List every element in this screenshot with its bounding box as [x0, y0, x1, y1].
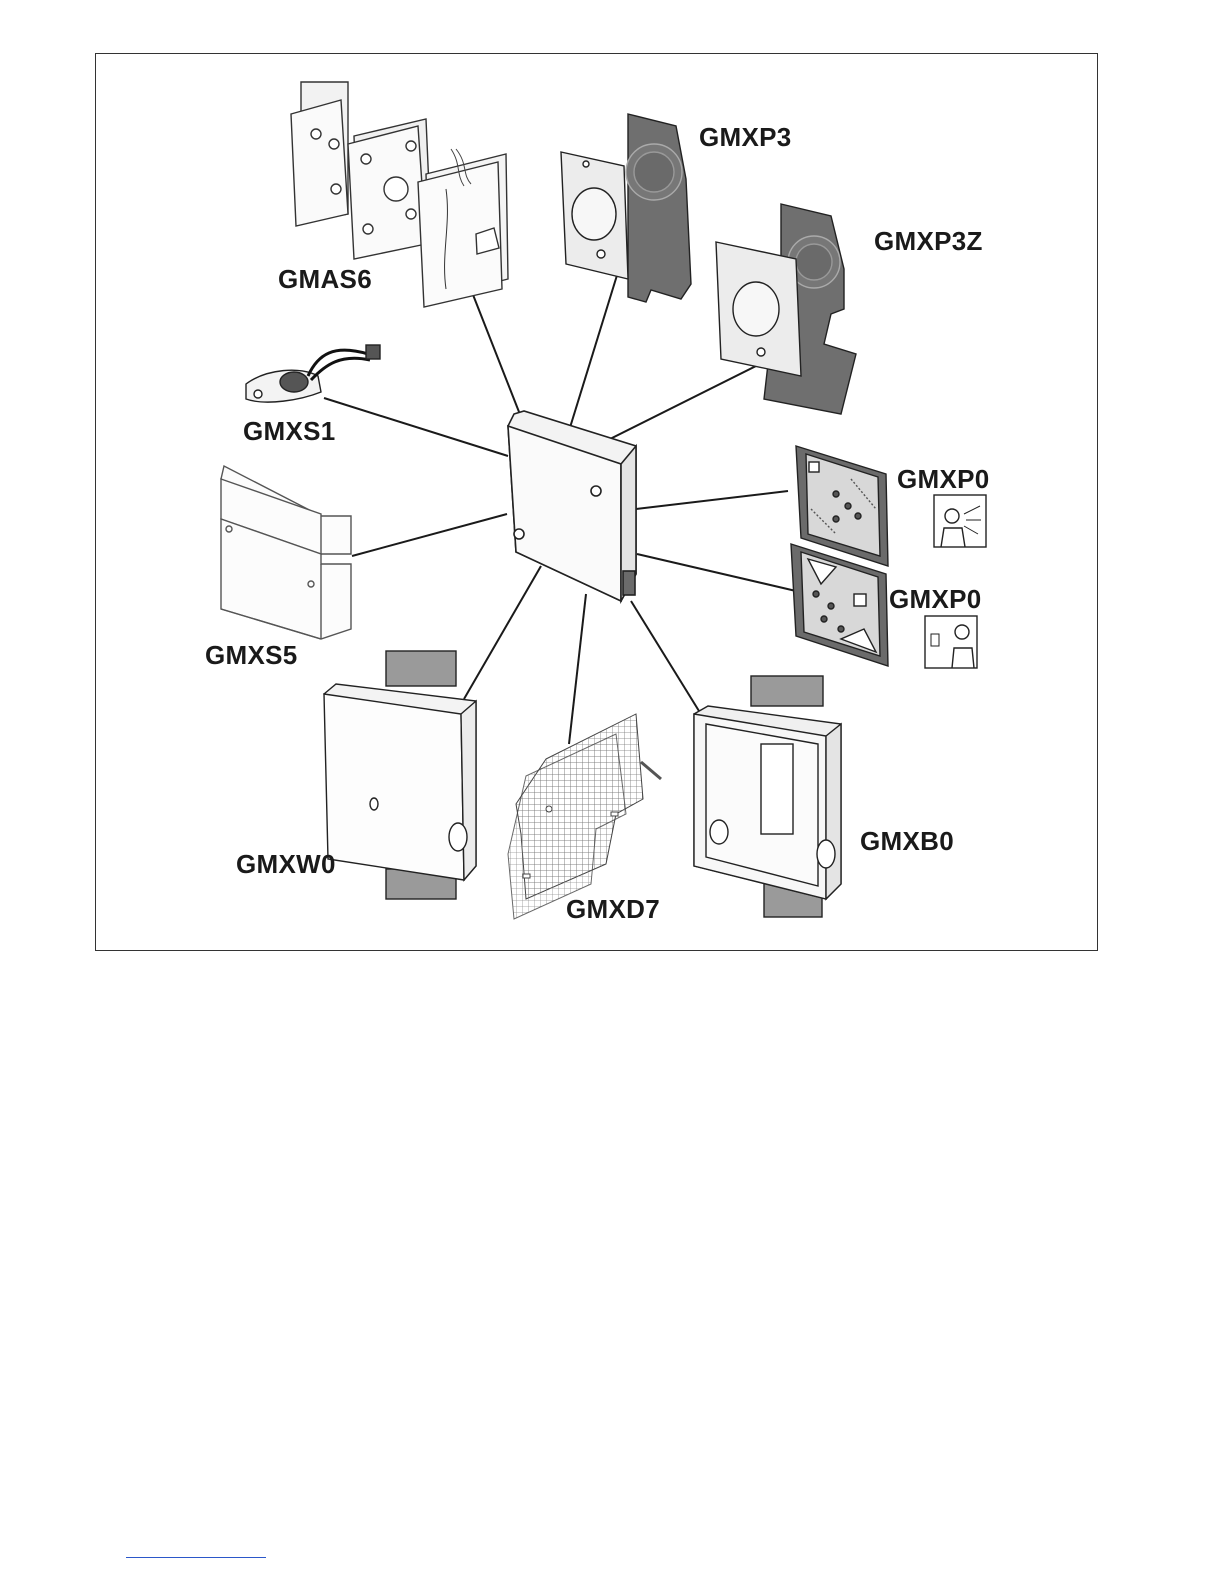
- connector-gmxw0: [464, 566, 541, 699]
- label-gmxw0: GMXW0: [236, 849, 336, 880]
- gmxb0-illustration: [694, 676, 841, 917]
- figure-frame: GMAS6 GMXP3 GMXP3Z GMXS1 GMXP0 GMXS5 GMX…: [95, 53, 1098, 951]
- gmxw0-illustration: [324, 651, 476, 899]
- gmxs5-illustration: [221, 466, 351, 639]
- label-gmxd7: GMXD7: [566, 894, 660, 925]
- gmxp3-illustration: [561, 114, 691, 302]
- label-gmxs5: GMXS5: [205, 640, 298, 671]
- connector-gmxp0a: [636, 491, 788, 509]
- connector-gmxb0: [631, 601, 699, 711]
- label-gmxp0-upper: GMXP0: [897, 464, 990, 495]
- gmxp3z-illustration: [716, 204, 856, 414]
- connector-gmxp0b: [637, 554, 796, 591]
- connector-gmxs5: [352, 514, 507, 556]
- connector-gmxd7: [569, 594, 586, 744]
- accessory-diagram: [96, 54, 1099, 952]
- connector-gmxp3: [568, 272, 618, 434]
- label-gmxp3: GMXP3: [699, 122, 792, 153]
- gmxs1-illustration: [246, 345, 380, 402]
- footer-link-underline[interactable]: [126, 1557, 266, 1558]
- connector-gmxp3z: [596, 362, 764, 446]
- label-gmxb0: GMXB0: [860, 826, 954, 857]
- gmxd7-illustration: [508, 714, 661, 919]
- label-gmas6: GMAS6: [278, 264, 372, 295]
- label-gmxp0-lower: GMXP0: [889, 584, 982, 615]
- connector-gmxs1: [324, 398, 508, 456]
- connector-gmas6: [468, 282, 521, 417]
- label-gmxs1: GMXS1: [243, 416, 336, 447]
- label-gmxp3z: GMXP3Z: [874, 226, 983, 257]
- center-control-unit-illustration: [508, 411, 636, 601]
